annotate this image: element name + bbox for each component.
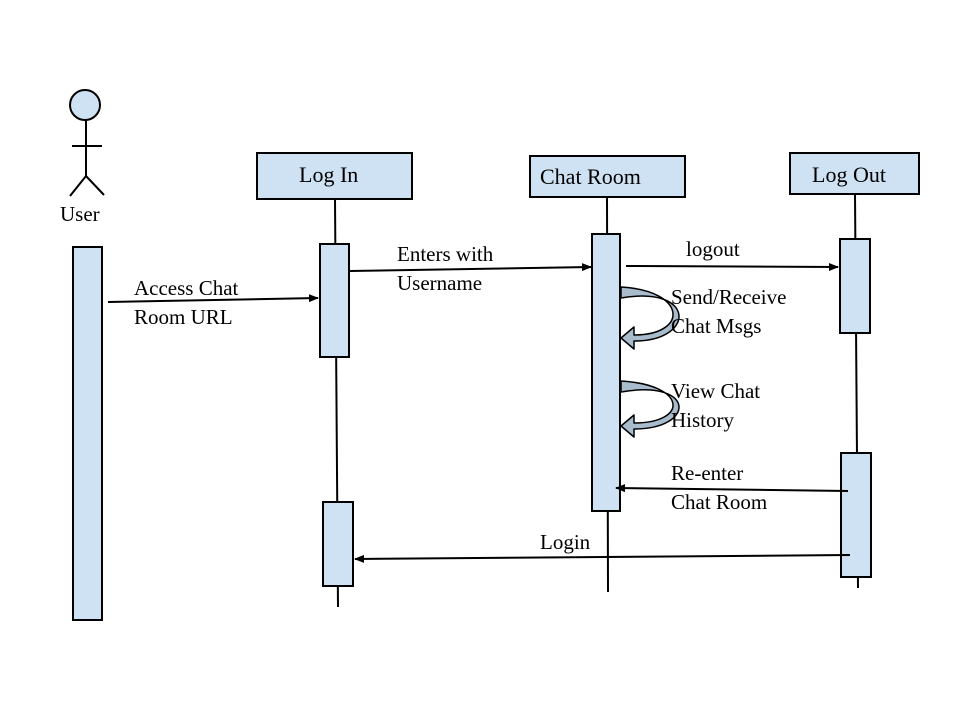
send-receive-loop-arrow <box>620 286 680 350</box>
login-arrow <box>354 554 851 563</box>
logout-arrow <box>625 262 839 271</box>
lifeline-login: Log In <box>256 152 413 608</box>
access-label-line1: Access Chat <box>134 276 239 300</box>
user-activation-bar <box>72 246 103 621</box>
actor-right-leg <box>85 175 105 196</box>
logout-activation-bar-2 <box>840 452 872 578</box>
message-logout: logout <box>625 237 839 271</box>
logout-activation-bar-1 <box>839 238 871 334</box>
chatroom-activation-bar <box>591 233 621 512</box>
self-message-send-receive: Send/Receive Chat Msgs <box>620 285 786 350</box>
login-label: Login <box>540 530 591 554</box>
actor-left-leg <box>69 175 87 197</box>
logout-header-label: Log Out <box>812 162 886 187</box>
actor-label: User <box>60 202 100 226</box>
login-activation-bar-1 <box>319 243 350 358</box>
message-re-enter-chat-room: Re-enter Chat Room <box>615 461 849 514</box>
lifeline-logout: Log Out <box>789 152 920 589</box>
send-receive-label-line1: Send/Receive <box>671 285 786 309</box>
actor-head <box>69 89 101 121</box>
message-access-chat-room-url: Access Chat Room URL <box>107 276 319 329</box>
logout-label: logout <box>686 237 740 261</box>
login-header-label: Log In <box>299 162 358 187</box>
enters-label-line1: Enters with <box>397 242 494 266</box>
re-enter-arrow <box>615 484 849 493</box>
access-arrow <box>107 294 319 303</box>
access-label-line2: Room URL <box>134 305 233 329</box>
message-enters-with-username: Enters with Username <box>349 242 592 295</box>
login-header-box <box>256 152 413 200</box>
view-history-label-line1: View Chat <box>671 379 760 403</box>
message-login: Login <box>354 530 851 563</box>
login-activation-bar-2 <box>322 501 354 587</box>
logout-header-box <box>789 152 920 195</box>
enters-arrow <box>349 263 592 272</box>
view-history-loop-arrow <box>620 380 680 438</box>
chatroom-header-box <box>529 155 686 198</box>
view-history-label-line2: History <box>671 408 735 432</box>
re-enter-label-line2: Chat Room <box>671 490 767 514</box>
self-message-view-history: View Chat History <box>620 379 760 438</box>
chatroom-header-label: Chat Room <box>540 164 641 189</box>
re-enter-label-line1: Re-enter <box>671 461 743 485</box>
lifeline-chatroom: Chat Room <box>529 155 686 593</box>
enters-label-line2: Username <box>397 271 482 295</box>
user-actor: User <box>60 89 105 226</box>
send-receive-label-line2: Chat Msgs <box>671 314 761 338</box>
